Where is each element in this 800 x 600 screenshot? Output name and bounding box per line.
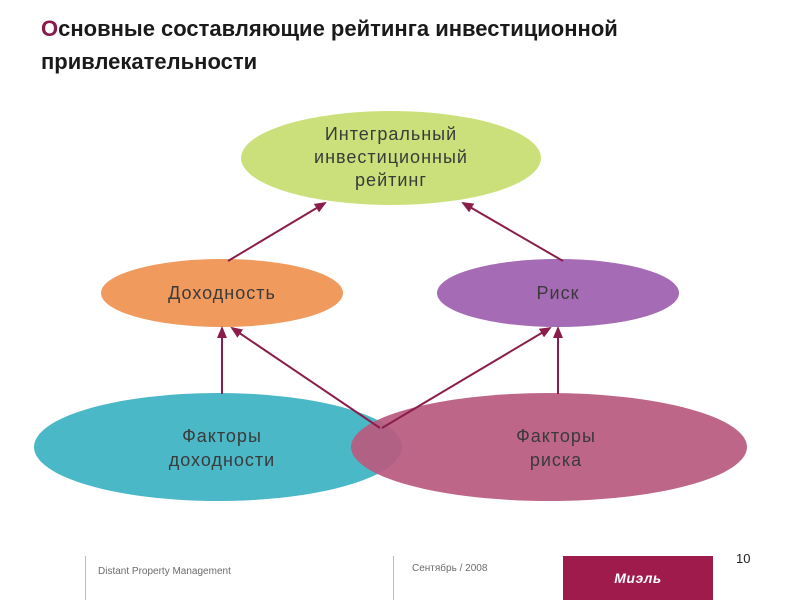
- node-integral-rating: [241, 111, 541, 205]
- footer-divider-mid: [393, 556, 394, 600]
- node-profitability-factors: [34, 393, 402, 501]
- footer-date: Сентябрь / 2008: [412, 563, 488, 574]
- node-integral-rating-line3: рейтинг: [355, 170, 427, 190]
- title-text: сновные составляющие рейтинга инвестицио…: [41, 16, 618, 74]
- node-risk-label: Риск: [537, 283, 580, 303]
- company-logo: Миэль: [563, 556, 713, 600]
- footer-divider-left: [85, 556, 86, 600]
- node-profitability: [101, 259, 343, 327]
- logo-text: Миэль: [614, 570, 662, 586]
- title-first-letter: О: [41, 16, 59, 41]
- arrow-risk-to-rating: [461, 201, 564, 262]
- node-risk-factors-line1: Факторы: [516, 426, 596, 446]
- page-number: 10: [736, 551, 751, 566]
- node-risk-factors-line2: риска: [530, 450, 582, 470]
- arrow-risk-factors-to-profitability: [230, 326, 381, 429]
- arrow-profitability-to-rating: [227, 201, 327, 262]
- footer-company: Distant Property Management: [98, 566, 231, 577]
- node-risk: [437, 259, 679, 327]
- slide-title: Основные составляющие рейтинга инвестици…: [41, 12, 781, 78]
- node-integral-rating-line1: Интегральный: [325, 124, 457, 144]
- node-profitability-factors-line1: Факторы: [182, 426, 262, 446]
- node-integral-rating-line2: инвестиционный: [314, 147, 468, 167]
- arrow-profit-factors-to-risk: [381, 326, 552, 429]
- node-risk-factors: [351, 393, 747, 501]
- node-profitability-factors-line2: доходности: [169, 450, 275, 470]
- node-profitability-label: Доходность: [168, 283, 276, 303]
